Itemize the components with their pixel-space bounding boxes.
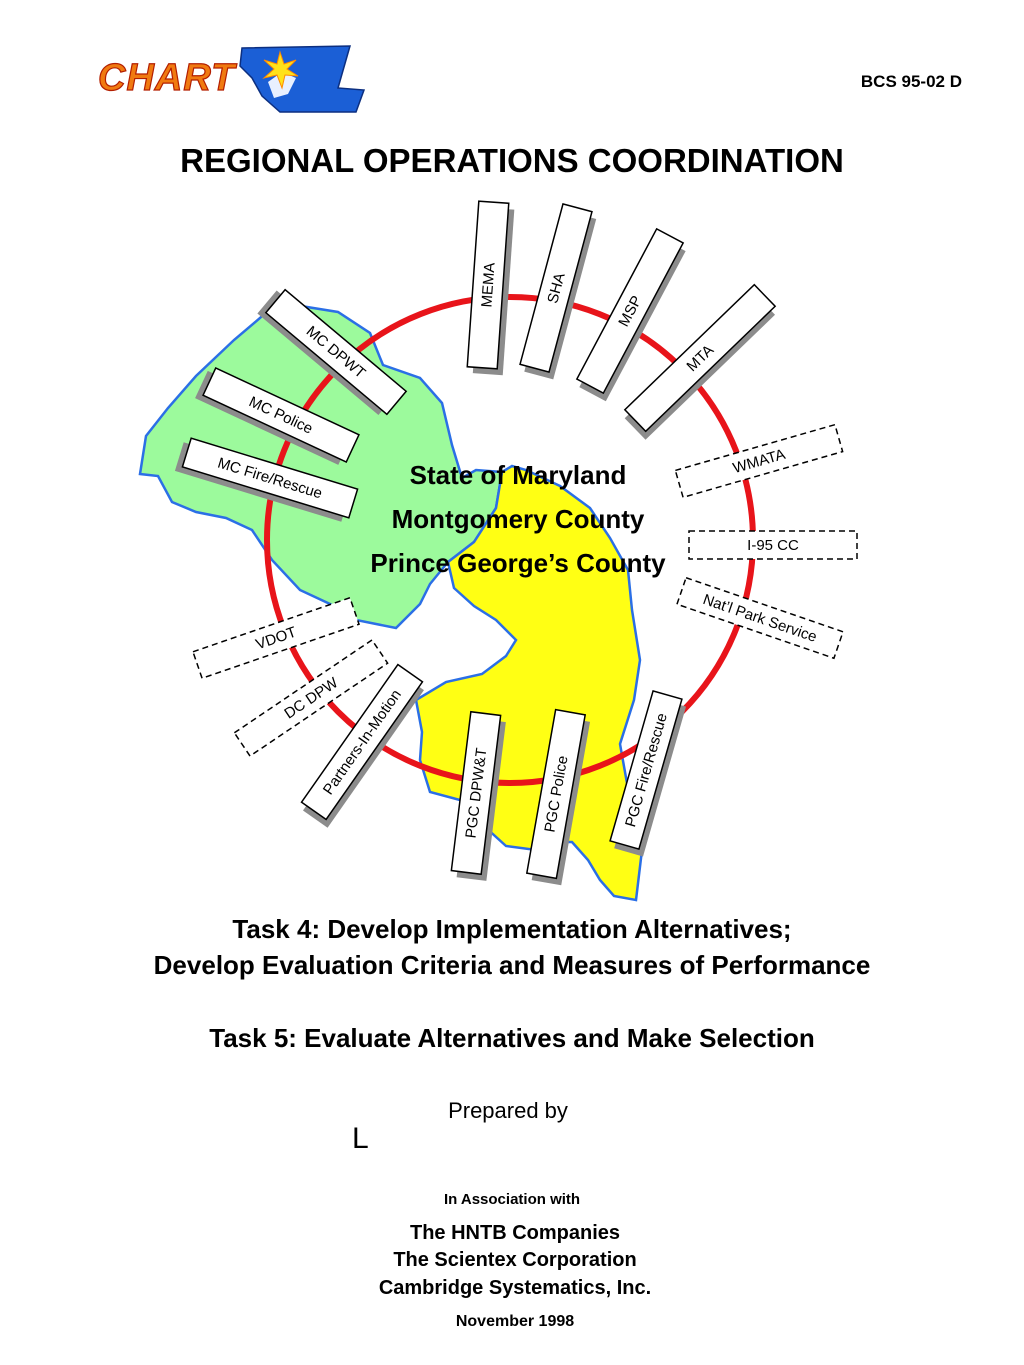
agency-box-i-95-cc: I-95 CC [688, 530, 858, 560]
task5-title: Task 5: Evaluate Alternatives and Make S… [209, 1023, 815, 1053]
agency-box-nat-l-park-service: Nat’l Park Service [676, 576, 844, 660]
agency-box-frame [676, 576, 844, 660]
agency-box-frame [674, 423, 844, 499]
task4-title-line1: Task 4: Develop Implementation Alternati… [232, 914, 792, 944]
agency-box-label: I-95 CC [747, 537, 799, 554]
association-label: In Association with [443, 1191, 581, 1208]
agency-box-frame [688, 530, 858, 560]
partner-hntb: The HNTB Companies [409, 1222, 621, 1244]
agency-box-wmata: WMATA [674, 423, 844, 499]
agency-box-frame [233, 638, 389, 758]
agency-box-msp: MSP [575, 227, 686, 402]
prepared-by-label: Prepared by [448, 1098, 568, 1123]
agency-box-sha: SHA [519, 203, 597, 380]
agency-box-pgc-police: PGC Police [525, 708, 591, 886]
page-title: REGIONAL OPERATIONS COORDINATION [180, 142, 844, 179]
agency-box-pgc-dpw-t: PGC DPW&T [450, 710, 506, 881]
agency-box-frame [181, 437, 359, 519]
center-labels: State of Maryland Montgomery County Prin… [370, 460, 666, 578]
chart-logo: CHART [97, 45, 366, 113]
coordination-diagram: State of Maryland Montgomery County Prin… [138, 200, 858, 902]
agency-box-frame [192, 596, 360, 680]
center-label-prince-georges: Prince George’s County [370, 548, 666, 578]
partner-scientex: The Scientex Corporation [393, 1249, 637, 1271]
partner-cambridge: Cambridge Systematics, Inc. [378, 1277, 652, 1299]
agency-box-frame [575, 227, 685, 395]
agency-box-frame [519, 203, 593, 373]
agency-box-label: MEMA [478, 262, 498, 308]
agency-box-frame [450, 710, 502, 876]
agency-box-frame [623, 283, 777, 433]
task4-title-line2: Develop Evaluation Criteria and Measures… [153, 950, 871, 980]
agency-box-frame [609, 689, 683, 851]
publication-date: November 1998 [455, 1313, 575, 1330]
agency-box-vdot: VDOT [192, 596, 360, 680]
agency-box-mta: MTA [623, 283, 777, 440]
logo-text: CHART [98, 57, 237, 99]
agency-box-frame [525, 708, 587, 880]
agency-box-pgc-fire-rescue: PGC Fire/Rescue [609, 689, 687, 857]
starburst-icon [262, 50, 299, 90]
center-label-state: State of Maryland [410, 460, 627, 490]
agency-box-frame [202, 367, 360, 463]
maryland-map-shape [239, 45, 366, 113]
agency-box-frame [466, 200, 510, 370]
agency-box-mema: MEMA [466, 200, 515, 376]
agency-box-frame [264, 288, 408, 416]
company-logo-mark: L [352, 1122, 369, 1155]
agency-box-frame [300, 663, 424, 821]
agency-box-mc-fire-rescue: MC Fire/Rescue [174, 437, 359, 522]
document-code: BCS 95-02 D [860, 72, 962, 91]
center-label-montgomery: Montgomery County [392, 504, 645, 534]
